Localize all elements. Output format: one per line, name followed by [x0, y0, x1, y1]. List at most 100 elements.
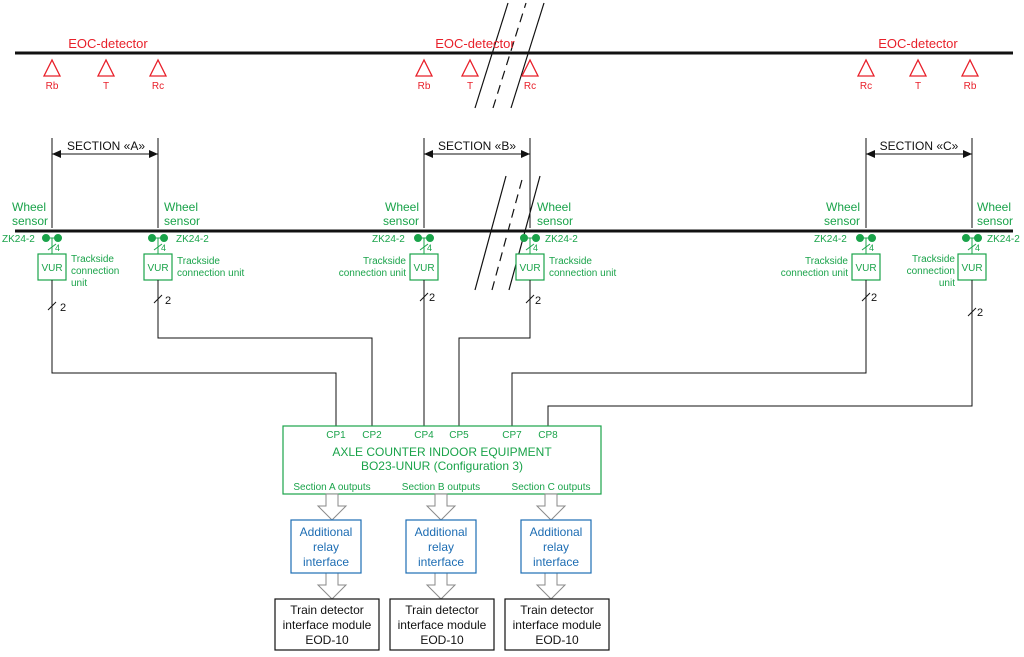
trackside-label: connection	[71, 266, 119, 277]
vur-label: VUR	[413, 263, 434, 274]
port-label: CP4	[414, 430, 434, 441]
cable-cp5	[458, 280, 531, 426]
trackside-label: Trackside	[71, 254, 114, 265]
wheel-sensor-icon	[520, 234, 528, 242]
port-label: CP1	[326, 430, 346, 441]
eoc-sensor-label: T	[103, 81, 109, 92]
cables	[51, 280, 973, 426]
flow-arrows	[316, 493, 567, 600]
module-boxes	[274, 598, 610, 651]
triangle-sensor-icon	[856, 58, 876, 77]
wheel-sensor-label: sensor	[164, 214, 200, 228]
section-b-label: SECTION «B»	[438, 139, 516, 153]
cable-cp8	[547, 280, 973, 426]
cable-count: 2	[977, 307, 983, 319]
zk24-label: ZK24-2	[2, 234, 35, 245]
train-detector-module-box	[389, 598, 495, 651]
port-label: CP5	[449, 430, 469, 441]
trackside-label: connection	[907, 266, 955, 277]
eoc-sensor-label: Rb	[46, 81, 59, 92]
port-label: CP7	[502, 430, 522, 441]
wheel-sensor-label: Wheel	[164, 200, 198, 214]
eoc-label-3: EOC-detector	[878, 36, 958, 51]
relay-label: interface	[418, 555, 464, 569]
wheel-sensor-label: Wheel	[977, 200, 1011, 214]
relay-label: relay	[313, 540, 339, 554]
wire-ticks	[47, 243, 977, 251]
triangle-sensor-icon	[96, 58, 116, 77]
vur-box	[143, 253, 173, 281]
cable-cp2	[157, 280, 373, 426]
eoc-sensor-label: T	[915, 81, 921, 92]
triangle-sensor-icon	[520, 58, 540, 77]
relay-label: relay	[543, 540, 569, 554]
wheel-sensor-label: Wheel	[826, 200, 860, 214]
relay-label: Additional	[300, 525, 353, 539]
wheel-sensor-icons	[42, 234, 982, 254]
wheel-sensor-icon	[160, 234, 168, 242]
zk24-label: ZK24-2	[814, 234, 847, 245]
wire-count: 4	[533, 243, 538, 253]
module-label: EOD-10	[420, 633, 464, 647]
triangle-sensor-icon	[42, 58, 62, 77]
eoc-label-1: EOC-detector	[68, 36, 148, 51]
triangle-sensor-icon	[960, 58, 980, 77]
zk24-label: ZK24-2	[176, 234, 209, 245]
cable-ticks	[47, 292, 977, 317]
relay-label: interface	[533, 555, 579, 569]
down-arrow-icon	[535, 572, 567, 600]
module-label: EOD-10	[535, 633, 579, 647]
section-output-label: Section C outputs	[512, 482, 591, 493]
down-arrow-icon	[425, 493, 457, 521]
rail-break-top	[474, 2, 545, 109]
wire-count: 4	[869, 243, 874, 253]
wheel-sensor-icon	[414, 234, 422, 242]
triangle-sensor-icon	[460, 58, 480, 77]
zk24-label: ZK24-2	[372, 234, 405, 245]
module-label: EOD-10	[305, 633, 349, 647]
module-label: interface module	[513, 618, 602, 632]
vur-box	[957, 253, 987, 281]
cable-count: 2	[60, 302, 66, 314]
wire-count: 4	[55, 243, 60, 253]
down-arrow-icon	[535, 493, 567, 521]
triangle-sensor-icon	[908, 58, 928, 77]
rail-break-bottom	[474, 175, 541, 291]
cable-cp7	[511, 280, 867, 426]
cable-count: 2	[165, 295, 171, 307]
vur-label: VUR	[519, 263, 540, 274]
eoc-sensor-label: Rc	[860, 81, 872, 92]
trackside-label: Trackside	[363, 256, 406, 267]
section-c-label: SECTION «C»	[880, 139, 959, 153]
module-label: Train detector	[405, 603, 479, 617]
triangle-sensor-icon	[148, 58, 168, 77]
vur-label: VUR	[961, 263, 982, 274]
indoor-subtitle: BO23-UNUR (Configuration 3)	[361, 459, 523, 473]
port-label: CP8	[538, 430, 558, 441]
wheel-sensor-icon	[962, 234, 970, 242]
vur-label: VUR	[41, 263, 62, 274]
wheel-sensor-icon	[54, 234, 62, 242]
zk24-label: ZK24-2	[545, 234, 578, 245]
section-output-label: Section A outputs	[293, 482, 370, 493]
eoc-sensor-label: Rc	[524, 81, 536, 92]
wheel-sensor-label: Wheel	[385, 200, 419, 214]
cable-count: 2	[535, 295, 541, 307]
relay-interface-box	[520, 519, 592, 574]
wheel-sensor-label: sensor	[12, 214, 48, 228]
wheel-sensor-label: sensor	[977, 214, 1013, 228]
module-label: Train detector	[520, 603, 594, 617]
trackside-label: Trackside	[912, 254, 955, 265]
wheel-sensor-icon	[532, 234, 540, 242]
wire-count: 4	[161, 243, 166, 253]
eoc-sensor-label: Rb	[964, 81, 977, 92]
section-output-label: Section B outputs	[402, 482, 480, 493]
triangle-sensor-icon	[414, 58, 434, 77]
trackside-label: connection unit	[177, 268, 244, 279]
wheel-sensor-label: sensor	[383, 214, 419, 228]
module-label: Train detector	[290, 603, 364, 617]
module-label: interface module	[283, 618, 372, 632]
trackside-label: Trackside	[805, 256, 848, 267]
